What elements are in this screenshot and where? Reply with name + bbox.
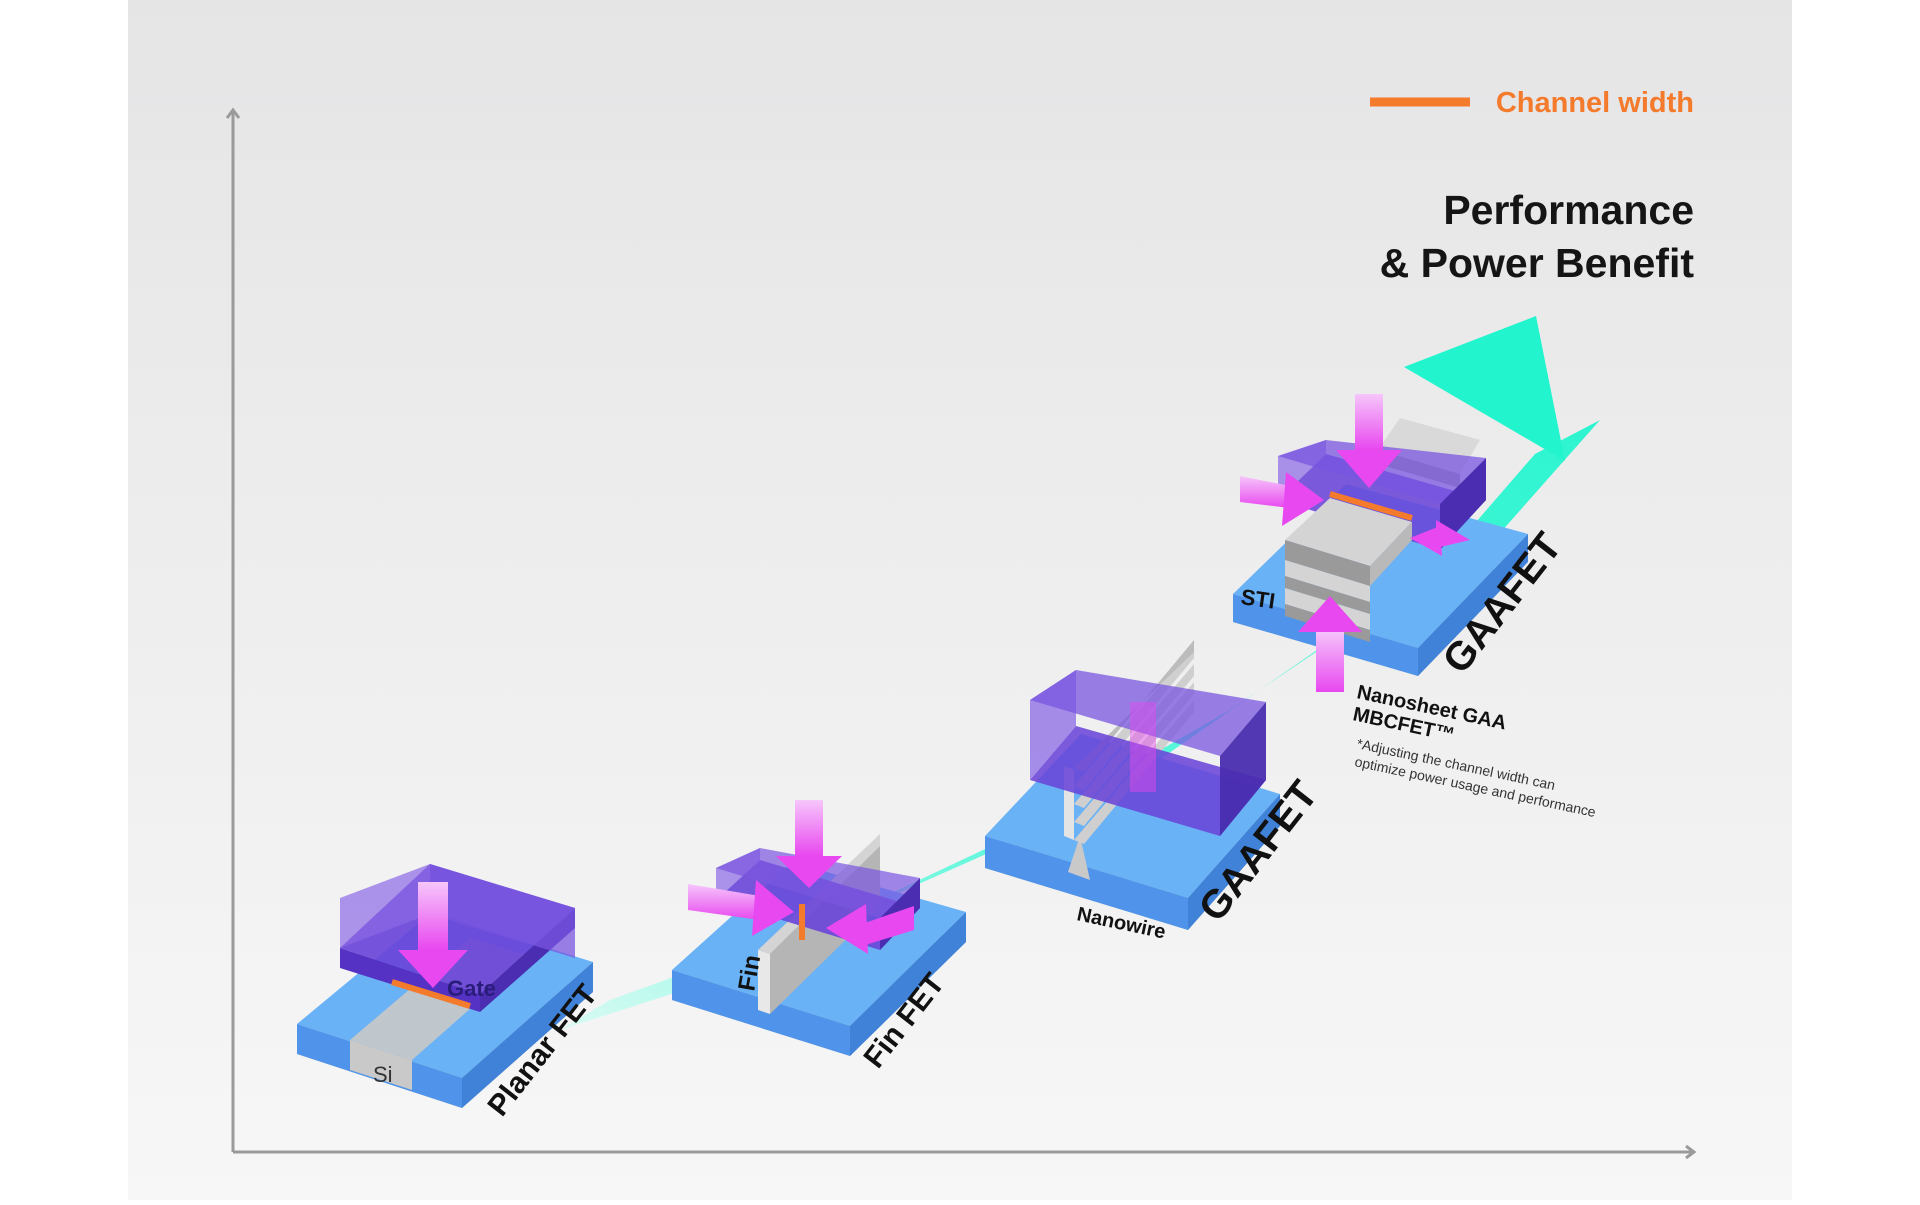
planar-force-arrow-icon: [398, 882, 468, 988]
progress-arrow-head: [1404, 316, 1565, 461]
nanosheet-force-arrows-icon: [1240, 394, 1470, 692]
finfet-block: Fin Fin FET: [672, 800, 966, 1074]
planar-fet-block: Gate Si Planar FET: [297, 864, 604, 1122]
nanowire-gate: [1030, 726, 1266, 836]
planar-channel: [391, 979, 471, 1009]
nanowire-force-glow: [1130, 702, 1156, 792]
planar-gate-label: Gate: [447, 976, 496, 1001]
headline: Performance & Power Benefit: [1380, 187, 1695, 286]
nanowire-gaafet-block: Nanowire GAAFET: [985, 640, 1326, 944]
headline-line-2: & Power Benefit: [1380, 240, 1695, 286]
finfet-force-arrows-icon: [688, 800, 914, 954]
progress-arrow: [560, 316, 1600, 1030]
nanosheet-gate: [1278, 454, 1486, 550]
nanosheet-channel: [1329, 491, 1413, 521]
axes: [233, 112, 1692, 1152]
legend: Channel width: [1370, 87, 1694, 119]
sti-label: STI: [1239, 584, 1276, 614]
headline-line-1: Performance: [1443, 187, 1694, 233]
planar-substrate-label: Si: [373, 1062, 393, 1087]
legend-label: Channel width: [1496, 87, 1694, 119]
fin-label: Fin: [733, 953, 766, 993]
